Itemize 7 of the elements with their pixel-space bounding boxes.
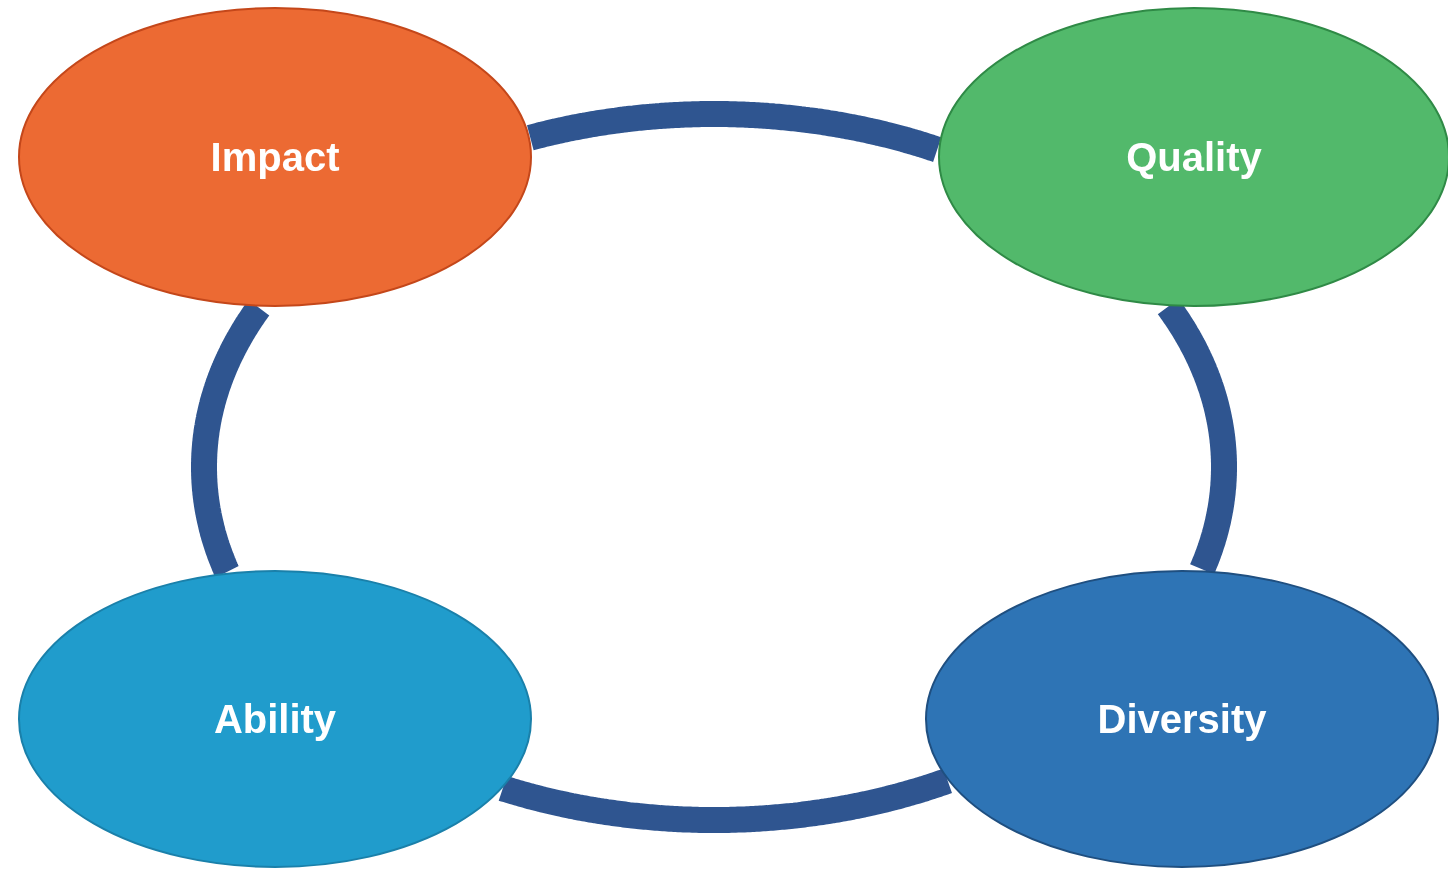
ellipse-node: [18, 570, 532, 868]
node-label: Quality: [1126, 134, 1262, 180]
ellipse-node: [18, 7, 532, 307]
node-label: Ability: [213, 696, 337, 742]
node-label: Impact: [210, 134, 340, 180]
node-label: Diversity: [1097, 696, 1267, 742]
ellipse-node: [925, 570, 1439, 868]
